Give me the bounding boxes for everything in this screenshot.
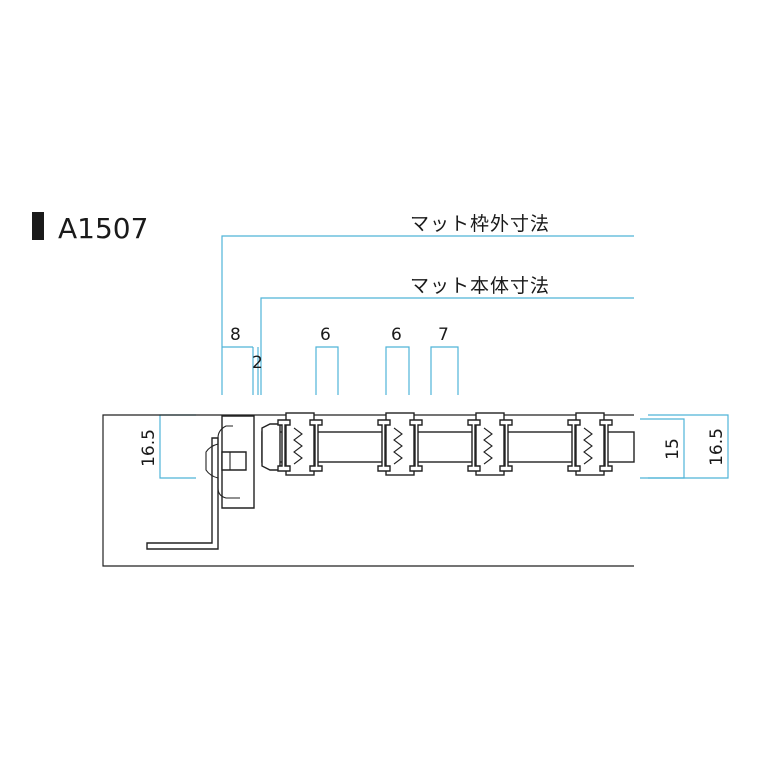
pitch-b-dimension: 6 bbox=[385, 325, 410, 395]
pitch-c-value: 7 bbox=[438, 325, 449, 345]
floor-outline bbox=[102, 414, 634, 567]
link-connector bbox=[467, 412, 513, 476]
outer-frame-dimension: マット枠外寸法 bbox=[221, 213, 634, 395]
frame-width-dimension: 8 bbox=[222, 325, 254, 395]
mat-end-cap bbox=[261, 423, 281, 471]
link-flange-right bbox=[409, 419, 423, 472]
gap-dimension: 2 bbox=[252, 347, 263, 395]
frame-width-value: 8 bbox=[230, 325, 241, 345]
link-spring bbox=[583, 427, 593, 465]
link-flange-right bbox=[499, 419, 513, 472]
link-spring bbox=[483, 427, 493, 465]
title-marker bbox=[32, 212, 44, 240]
link-connector bbox=[277, 412, 323, 476]
frame-height-dimension: 16.5 bbox=[139, 414, 196, 479]
link-flange-right bbox=[599, 419, 613, 472]
gap-value: 2 bbox=[252, 353, 263, 373]
outer-frame-label: マット枠外寸法 bbox=[410, 213, 550, 235]
pitch-a-value: 6 bbox=[320, 325, 331, 345]
body-label: マット本体寸法 bbox=[410, 275, 550, 297]
pitch-b-value: 6 bbox=[391, 325, 402, 345]
link-flange-left bbox=[377, 419, 391, 472]
frame-bolt bbox=[221, 451, 247, 471]
frame-height-value: 16.5 bbox=[139, 429, 159, 467]
body-dimension: マット本体寸法 bbox=[260, 275, 634, 395]
link-connector bbox=[377, 412, 423, 476]
mat-height-value: 15 bbox=[663, 438, 683, 460]
link-flange-left bbox=[467, 419, 481, 472]
link-flange-left bbox=[277, 419, 291, 472]
link-flange-left bbox=[567, 419, 581, 472]
total-height-value: 16.5 bbox=[707, 428, 727, 466]
link-flange-right bbox=[309, 419, 323, 472]
link-connector bbox=[567, 412, 613, 476]
model-label: A1507 bbox=[58, 212, 148, 245]
mat-height-dimension: 15 bbox=[640, 418, 685, 479]
pitch-a-dimension: 6 bbox=[315, 325, 339, 395]
pitch-c-dimension: 7 bbox=[430, 325, 459, 395]
link-spring bbox=[293, 427, 303, 465]
frame-hook bbox=[205, 425, 240, 499]
total-height-dimension: 16.5 bbox=[648, 414, 729, 479]
link-assemblies bbox=[277, 412, 613, 476]
link-spring bbox=[393, 427, 403, 465]
